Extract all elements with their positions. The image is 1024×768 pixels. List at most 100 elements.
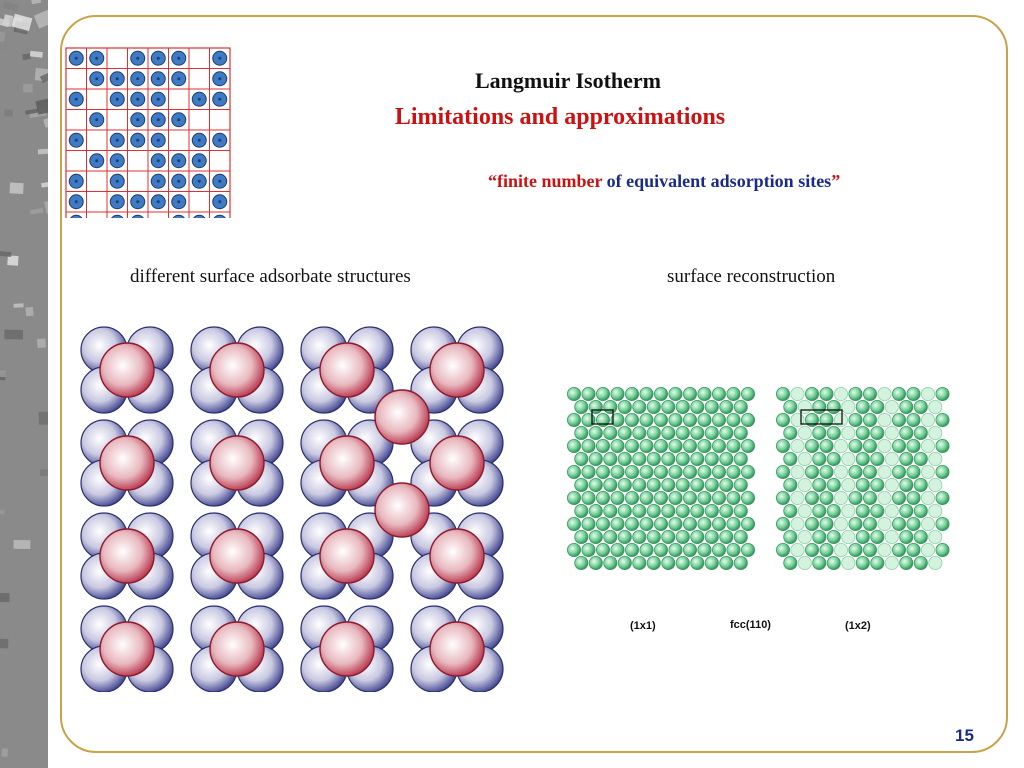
- surface-atom: [683, 491, 698, 506]
- strip-texture-fragment: [0, 638, 9, 649]
- strip-texture-fragment: [31, 0, 42, 5]
- missing-row-atom: [841, 555, 856, 570]
- site-center-dot: [156, 77, 160, 81]
- site-center-dot: [115, 138, 119, 142]
- surface-atom: [826, 399, 841, 414]
- surface-atom: [632, 399, 647, 414]
- surface-atom: [935, 465, 950, 480]
- strip-texture-fragment: [25, 306, 34, 317]
- surface-atom: [711, 412, 726, 427]
- adsorbate-atom: [209, 621, 265, 677]
- missing-row-atom: [797, 399, 812, 414]
- surface-atom: [646, 504, 661, 519]
- unit-cell-box: [800, 409, 843, 425]
- surface-atom: [668, 439, 683, 454]
- strip-texture-fragment: [4, 329, 24, 340]
- site-center-dot: [197, 179, 201, 183]
- surface-atom: [726, 542, 741, 557]
- surface-atom: [574, 426, 589, 441]
- surface-atom: [826, 555, 841, 570]
- surface-atom: [610, 491, 625, 506]
- site-center-dot: [115, 159, 119, 163]
- surface-atom: [675, 529, 690, 544]
- surface-atom: [913, 452, 928, 467]
- surface-atom: [913, 504, 928, 519]
- surface-atom: [826, 452, 841, 467]
- missing-row-atom: [834, 542, 849, 557]
- surface-atom: [646, 478, 661, 493]
- surface-atom: [733, 529, 748, 544]
- surface-atom: [783, 426, 798, 441]
- occupied-site: [213, 214, 226, 218]
- surface-atom: [776, 465, 790, 480]
- missing-row-atom: [834, 465, 849, 480]
- surface-atom: [661, 555, 676, 570]
- missing-row-atom: [928, 504, 943, 519]
- surface-atom: [697, 516, 712, 531]
- site-center-dot: [218, 77, 222, 81]
- quote-text: “finite number of equivalent adsorption …: [488, 171, 840, 192]
- strip-texture-fragment: [0, 509, 5, 515]
- surface-atom: [596, 387, 611, 401]
- adsorbate-atom: [429, 342, 485, 398]
- quote-close: ”: [831, 171, 841, 191]
- surface-atom: [617, 452, 632, 467]
- surface-atom: [711, 439, 726, 454]
- strip-texture-fragment: [29, 50, 43, 58]
- surface-atom: [625, 542, 640, 557]
- site-center-dot: [74, 56, 78, 60]
- surface-atom: [935, 439, 950, 454]
- surface-atom: [906, 465, 921, 480]
- occupied-site: [172, 214, 185, 218]
- surface-atom: [625, 516, 640, 531]
- site-center-dot: [177, 56, 181, 60]
- surface-atom: [574, 504, 589, 519]
- strip-texture-fragment: [37, 148, 48, 155]
- surface-atom: [719, 555, 734, 570]
- surface-atom: [639, 542, 654, 557]
- surface-atom: [617, 426, 632, 441]
- missing-row-atom: [790, 491, 805, 506]
- surface-atom: [826, 504, 841, 519]
- site-center-dot: [95, 118, 99, 122]
- surface-atom: [690, 399, 705, 414]
- surface-atom: [819, 465, 834, 480]
- surface-atom: [776, 542, 790, 557]
- surface-atom: [668, 491, 683, 506]
- surface-atom: [683, 465, 698, 480]
- surface-atom: [683, 516, 698, 531]
- surface-atom: [697, 412, 712, 427]
- adsorbate-atom: [374, 389, 430, 445]
- surface-atom: [855, 478, 870, 493]
- surface-atom: [826, 426, 841, 441]
- surface-atom: [740, 412, 755, 427]
- surface-atom: [776, 439, 790, 454]
- site-center-dot: [136, 138, 140, 142]
- site-center-dot: [115, 97, 119, 101]
- surface-atom: [733, 555, 748, 570]
- surface-atom: [654, 439, 669, 454]
- surface-atom: [603, 555, 618, 570]
- surface-atom: [719, 399, 734, 414]
- surface-atom: [610, 439, 625, 454]
- surface-atom: [740, 387, 755, 401]
- missing-row-atom: [841, 478, 856, 493]
- surface-atom: [603, 426, 618, 441]
- surface-atom: [675, 426, 690, 441]
- surface-atom: [863, 542, 878, 557]
- surface-atom: [935, 491, 950, 506]
- surface-atom: [661, 478, 676, 493]
- surface-atom: [596, 516, 611, 531]
- adsorbate-atom: [209, 528, 265, 584]
- site-center-dot: [136, 200, 140, 204]
- surface-atom: [935, 412, 950, 427]
- surface-atom: [848, 491, 863, 506]
- adsorbate-atom: [319, 621, 375, 677]
- surface-atom: [581, 439, 596, 454]
- surface-atom: [848, 516, 863, 531]
- surface-atom: [588, 399, 603, 414]
- surface-atom: [740, 465, 755, 480]
- surface-atom: [819, 516, 834, 531]
- surface-atom: [567, 465, 581, 480]
- surface-atom: [690, 529, 705, 544]
